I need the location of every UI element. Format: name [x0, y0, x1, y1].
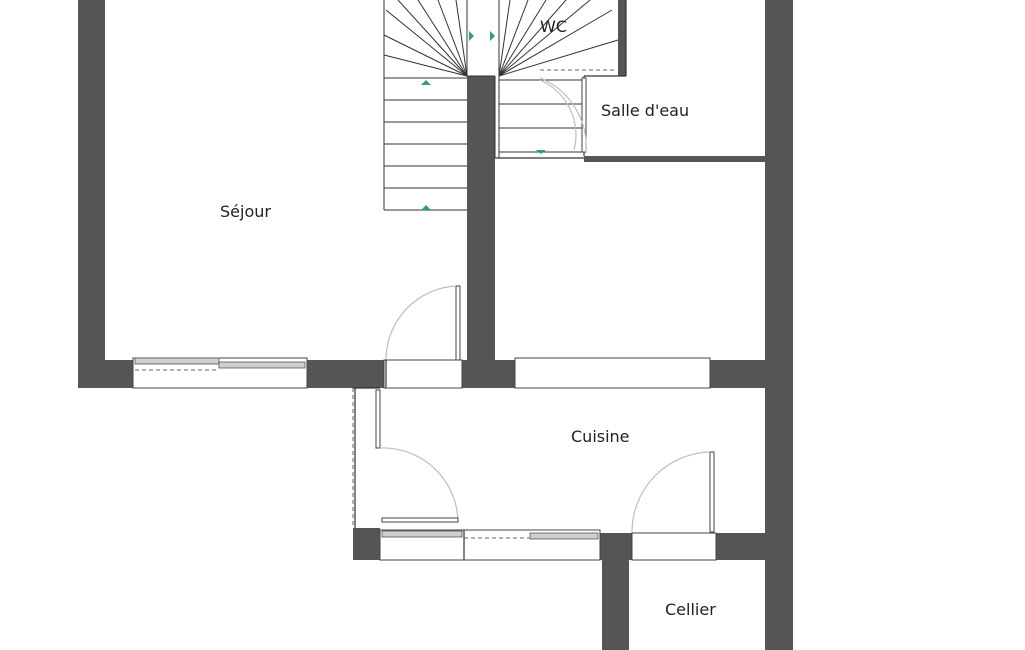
room-label-cuisine: Cuisine [571, 427, 630, 446]
wall-central [467, 76, 495, 360]
room-label-wc: WC [540, 17, 567, 36]
staircase [383, 0, 619, 211]
wall-salle-eau-bottom [584, 156, 765, 162]
wall-sejour-left [78, 0, 105, 388]
window-room-right [514, 357, 711, 389]
window-cuisine [379, 529, 601, 561]
stair-arrow-3 [469, 31, 474, 41]
stair-arrow-5 [536, 150, 546, 154]
wall-cuisine-corner-left [353, 528, 380, 560]
room-label-sejour: Séjour [220, 202, 271, 221]
room-label-cellier: Cellier [665, 600, 716, 619]
door-cuisine-exterior [375, 389, 459, 523]
wall-corner-left [78, 360, 133, 388]
door-cuisine-cellier [631, 451, 717, 561]
stair-arrow-2 [421, 205, 431, 210]
door-salle-eau [539, 69, 615, 153]
room-label-salle-eau: Salle d'eau [601, 101, 689, 120]
wall-cellier-left [602, 560, 629, 650]
wall-mid-seg-1 [307, 360, 384, 388]
window-sejour [132, 357, 308, 389]
wall-wc-right [618, 0, 626, 76]
wall-cuisine-bottom-mid [600, 533, 632, 560]
wall-corner-right [710, 360, 793, 388]
wall-mid-seg-2 [462, 360, 515, 388]
door-sejour-cuisine [383, 285, 463, 389]
stair-arrow-1 [421, 80, 431, 85]
stair-arrow-4 [490, 31, 495, 41]
walls [78, 0, 793, 650]
wall-cuisine-corner-right [716, 533, 793, 560]
